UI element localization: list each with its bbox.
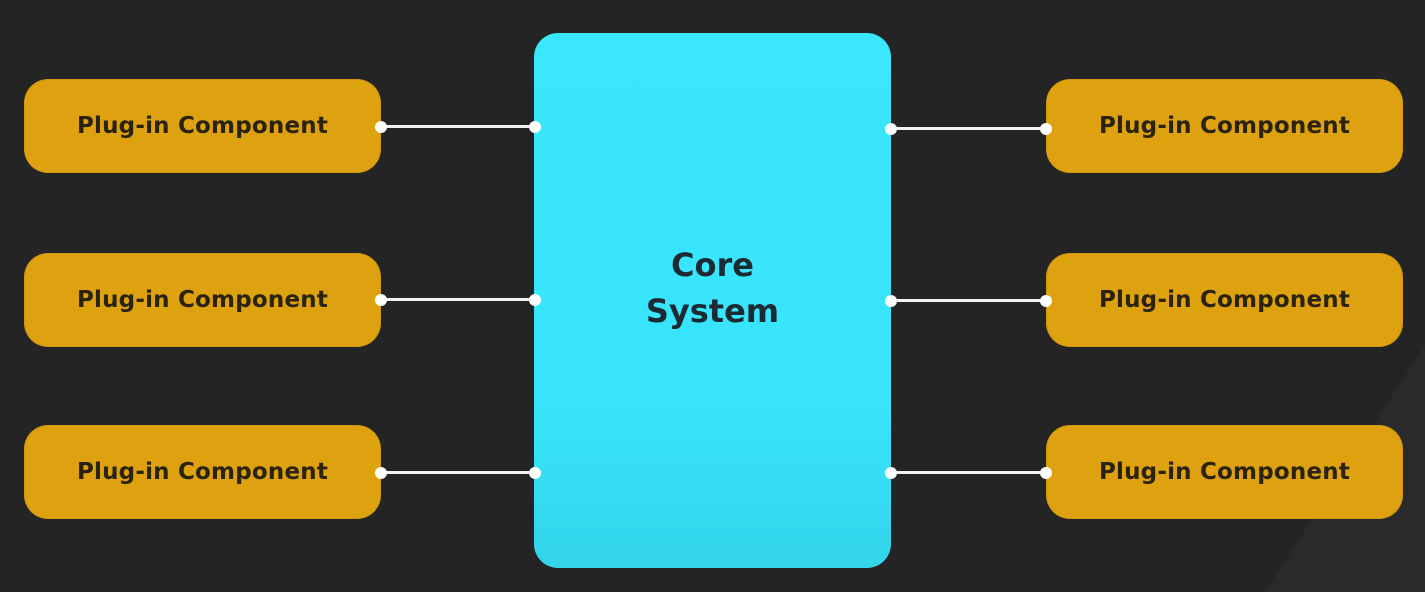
connector-left-2	[381, 298, 535, 301]
plugin-component-right-2: Plug-in Component	[1046, 253, 1403, 347]
connector-dot	[375, 294, 387, 306]
connector-right-1	[891, 127, 1046, 130]
core-system-label: Core System	[613, 242, 813, 334]
connector-dot	[529, 121, 541, 133]
connector-dot	[375, 121, 387, 133]
core-label-line-2: System	[645, 291, 780, 330]
connector-dot	[529, 294, 541, 306]
connector-dot	[1040, 467, 1052, 479]
connector-dot	[885, 295, 897, 307]
connector-dot	[375, 467, 387, 479]
connector-right-3	[891, 471, 1046, 474]
core-system-box: Core System	[534, 33, 891, 568]
plugin-component-left-1: Plug-in Component	[24, 79, 381, 173]
plugin-label: Plug-in Component	[1098, 459, 1351, 485]
connector-dot	[529, 467, 541, 479]
plugin-label: Plug-in Component	[1098, 113, 1351, 139]
plugin-label: Plug-in Component	[76, 113, 329, 139]
plugin-label: Plug-in Component	[76, 287, 329, 313]
connector-dot	[885, 123, 897, 135]
connector-dot	[1040, 295, 1052, 307]
plugin-label: Plug-in Component	[1098, 287, 1351, 313]
connector-left-3	[381, 471, 535, 474]
plugin-component-left-3: Plug-in Component	[24, 425, 381, 519]
connector-left-1	[381, 125, 535, 128]
connector-dot	[885, 467, 897, 479]
plugin-component-right-1: Plug-in Component	[1046, 79, 1403, 173]
connector-dot	[1040, 123, 1052, 135]
plugin-component-left-2: Plug-in Component	[24, 253, 381, 347]
connector-right-2	[891, 299, 1046, 302]
plugin-label: Plug-in Component	[76, 459, 329, 485]
core-label-line-1: Core	[671, 245, 754, 284]
plugin-component-right-3: Plug-in Component	[1046, 425, 1403, 519]
